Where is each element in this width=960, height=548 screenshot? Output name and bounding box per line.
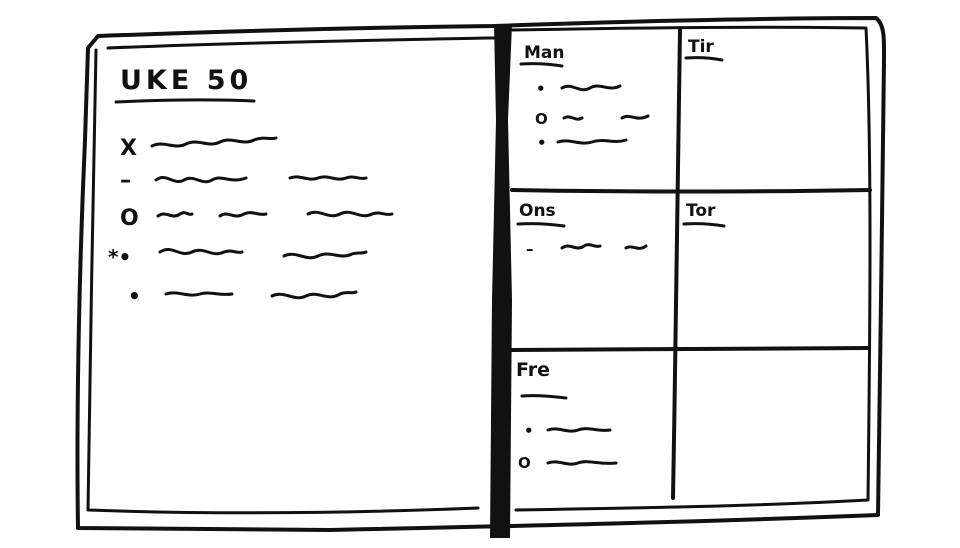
task-dot-icon: • [536,80,546,98]
day-cell-fre: Fre • O [516,359,618,472]
task-dot-icon: • [524,422,534,440]
scribble-line [546,460,618,466]
task-dot-icon: • [128,284,141,308]
day-label: Tor [686,201,716,221]
grid-line-horizontal [510,346,870,352]
grid-line-horizontal [510,188,872,194]
day-cell-man: Man • O • [519,43,650,152]
grid-line-vertical [671,28,682,500]
day-cell-tir: Tir [684,37,724,62]
scribble-line [156,211,194,218]
scribble-line [306,210,394,218]
scribble-line [560,243,602,250]
log-entry: *• [108,245,368,269]
week-grid [510,28,872,500]
event-circle-icon: O [518,454,531,472]
scribble-line [282,250,368,260]
day-cell-ons: Ons – [516,201,648,258]
scribble-line [288,175,368,181]
log-entry: – [120,168,368,193]
page-title: UKE 50 [120,65,252,96]
left-log: X – O *• • [108,136,394,308]
day-label: Tir [688,37,714,57]
event-circle-icon: O [535,110,548,128]
scribble-line [150,136,278,148]
scribble-line [158,247,244,256]
scribble-line [154,175,248,184]
log-entry: X [120,136,278,161]
scribble-line [560,84,622,92]
priority-task-icon: *• [108,245,131,269]
scribble-line [164,291,234,297]
day-label: Ons [519,201,556,221]
day-label-underline [684,56,724,62]
day-cell-tor: Tor [682,201,726,228]
notebook-outline [75,16,887,532]
completed-task-x-icon: X [120,136,137,161]
bookmark-ribbon [490,24,512,538]
scribble-line [218,211,268,218]
scribble-line [546,427,612,433]
note-dash-icon: – [526,240,534,258]
day-label-underline [520,394,568,400]
scribble-line [562,115,584,121]
day-label-underline [516,222,566,228]
day-label: Man [524,43,565,63]
scribble-line [620,114,650,120]
day-label-underline [519,62,564,68]
day-label-underline [682,222,726,228]
log-entry: • [128,284,358,308]
log-entry: O [120,206,394,231]
day-label: Fre [516,359,550,381]
scribble-line [624,244,648,250]
scribble-line [270,290,358,300]
task-dot-icon: • [537,134,547,152]
event-circle-icon: O [120,206,139,231]
scribble-line [556,138,628,145]
note-dash-icon: – [120,168,131,193]
title-underline [114,98,256,104]
